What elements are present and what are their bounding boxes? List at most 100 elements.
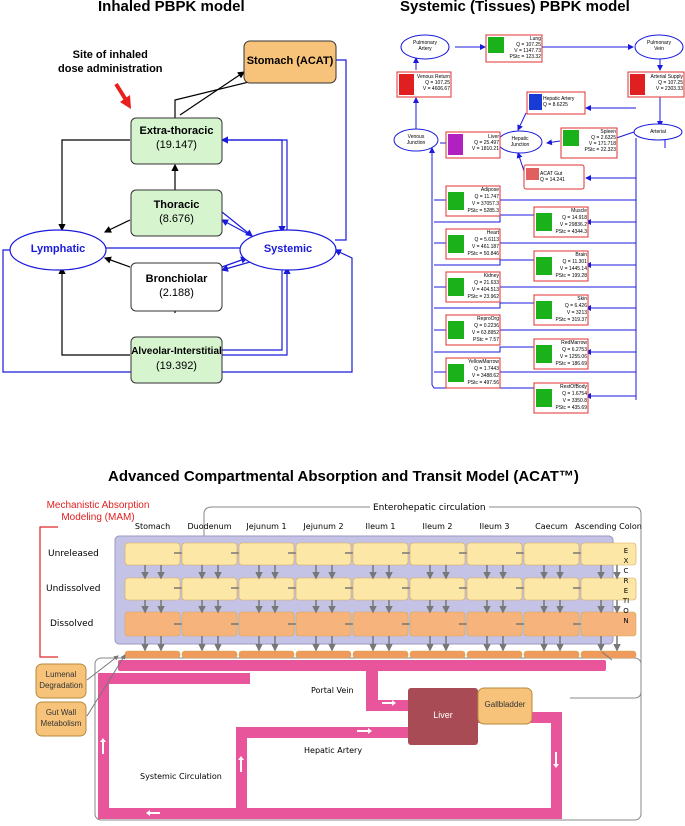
acat-cell [238,650,295,659]
liver-acat-label: Liver [433,710,453,720]
bronchiolar-node [130,262,223,312]
tissue-icon [448,364,464,382]
acat-cell [238,611,295,637]
acat-cell [409,577,466,601]
acat-cell [295,577,352,601]
acat-cell [295,611,352,637]
systemic-connections [413,44,666,400]
acat-cell [352,577,409,601]
acat-cell [124,577,181,601]
lumenal-degradation-node [35,663,87,699]
acat-cell [124,542,181,566]
systemic-node [239,229,337,271]
acat-cell [523,577,580,601]
lung-icon [488,37,504,53]
acat-cell [352,650,409,659]
systemic-title: Systemic (Tissues) PBPK model [400,0,630,15]
acat-cell [409,650,466,659]
acat-cell [523,542,580,566]
hepatic-artery-icon [529,94,542,110]
tissue-icon [536,257,552,275]
gallbladder-label: Gallbladder [484,700,526,709]
acat-cell [466,650,523,659]
tissue-icon [536,213,552,231]
systemic-circulation-label: Systemic Circulation [140,772,222,781]
acat-gut-icon [526,168,539,180]
acat-cell [124,650,181,659]
arterial-supply-icon [630,74,645,95]
arterial-node [633,123,683,141]
acat-cell [580,577,637,601]
gallbladder-node [477,687,533,725]
acat-cell [523,650,580,659]
acat-cell [295,542,352,566]
tissue-icon [448,235,464,253]
acat-cell [238,542,295,566]
stomach-acat-node [243,40,337,84]
site-label: Site of inhaled dose administration [58,49,163,75]
spleen-icon [563,130,579,146]
tissue-boxes [445,185,589,414]
acat-cell [409,611,466,637]
alveolar-label: Alveolar-Interstitial(19.392) [131,346,222,372]
liver-icon [448,134,463,155]
acat-cell [523,611,580,637]
compartment-label: Duodenum [187,522,232,531]
tissue-node-kidney [445,271,501,303]
hepatic-artery-acat-label: Hepatic Artery [304,746,363,755]
compartment-label: Caecum [535,522,568,531]
bronchiolar-label: Bronchiolar(2.188) [145,273,208,299]
acat-cell [295,650,352,659]
inhaled-title: Inhaled PBPK model [98,0,245,15]
tissue-icon [536,301,552,319]
portal-vein-label: Portal Vein [311,686,354,695]
acat-cell [409,542,466,566]
compartment-label: Jejunum 1 [246,522,287,531]
stomach-acat-label: Stomach (ACAT) [246,55,334,67]
venous-return-icon [399,74,414,95]
acat-cell [238,577,295,601]
row-label-unreleased: Unreleased [48,549,99,559]
enterohepatic-label: Enterohepatic circulation [370,503,489,513]
arterial-label: Arterial [650,129,666,135]
row-label-undissolved: Undissolved [46,584,101,594]
acat-cell [181,650,238,659]
acat-liver-node [408,688,478,745]
acat-diagram [35,506,642,821]
acat-cell [181,611,238,637]
acat-cell [580,650,637,659]
alveolar-node [130,336,223,384]
acat-cell [124,611,181,637]
pulmonary-vein-node [634,34,684,60]
gut-wall-metabolism-node [35,701,87,737]
acat-cell [181,542,238,566]
acat-title: Advanced Compartmental Absorption and Tr… [108,468,579,485]
lymphatic-node [9,229,107,271]
acat-cell [580,611,637,637]
tissue-icon [448,192,464,210]
acat-cell [181,577,238,601]
compartment-label: Ileum 1 [365,522,396,531]
tissue-icon [448,321,464,339]
extra-thoracic-label: Extra-thoracic(19.147) [139,125,214,151]
